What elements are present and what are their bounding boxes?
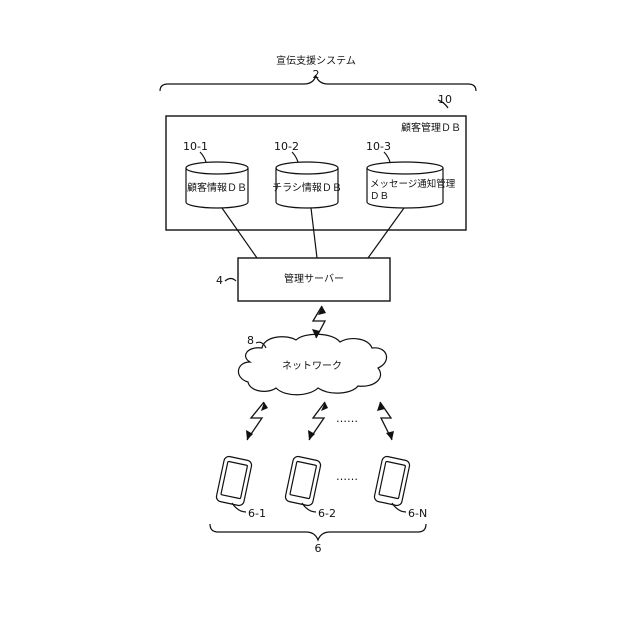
connector-10-2-server [311, 208, 317, 258]
db-10-3-label-line2: ＤＢ [370, 192, 389, 202]
phone-6-1 [216, 456, 253, 507]
phone-6-N [374, 456, 411, 507]
ref-10-3-leader [384, 152, 390, 162]
connector-10-1-server [222, 208, 257, 258]
server-label: 管理サーバー [284, 275, 344, 285]
terminals-ref: 6 [315, 543, 322, 554]
connector-10-3-server [368, 208, 404, 258]
ref-4-leader [225, 279, 236, 282]
phone-ellipsis: …… [336, 471, 358, 482]
db-10-2-label: チラシ情報ＤＢ [272, 184, 342, 194]
system-title: 宣伝支援システム [276, 57, 356, 67]
db-10-3-label-line1: メッセージ通知管理 [370, 180, 455, 190]
network-ref: 8 [247, 335, 254, 346]
arrowhead-6-1-down [246, 430, 253, 440]
terminal-6-2-ref: 6-2 [318, 508, 336, 519]
arrowhead-6-N-down [386, 431, 394, 440]
system-ref: 2 [313, 69, 320, 80]
db-10-1-ref: 10-1 [183, 141, 208, 152]
phone-6-2 [285, 456, 322, 507]
ref-10-2-leader [292, 152, 298, 162]
customer-db-ref: 10 [438, 94, 452, 105]
network-label: ネットワーク [282, 362, 342, 372]
db-10-2-ref: 10-2 [274, 141, 299, 152]
server-ref: 4 [216, 275, 223, 286]
db-10-3-ref: 10-3 [366, 141, 391, 152]
arrowhead-6-1-up [261, 402, 268, 411]
signal-ellipsis: …… [336, 413, 358, 424]
terminal-6-N-ref: 6-N [408, 508, 427, 519]
terminals-brace [210, 524, 426, 540]
customer-db-label: 顧客管理ＤＢ [401, 124, 461, 134]
ref-10-1-leader [200, 152, 206, 162]
db-10-1-label: 顧客情報ＤＢ [187, 184, 247, 194]
terminal-6-1-ref: 6-1 [248, 508, 266, 519]
arrowhead-6-2-down [308, 430, 315, 440]
